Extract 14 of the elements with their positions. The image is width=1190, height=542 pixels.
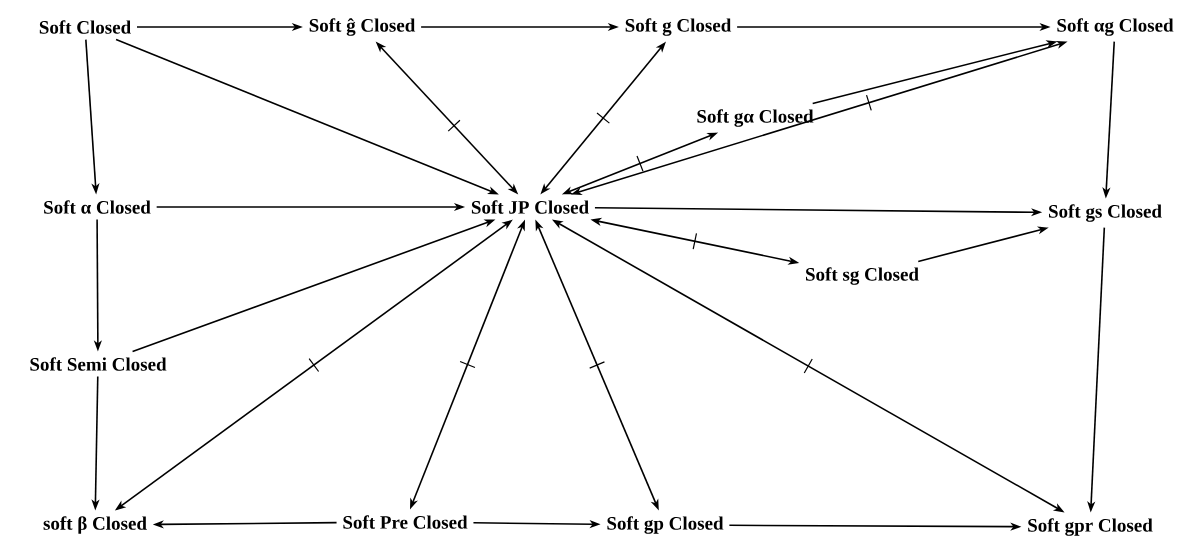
node-label: Soft gα Closed — [697, 109, 814, 127]
node-label: Soft JP Closed — [471, 200, 589, 214]
node-label: Soft Semi Closed — [30, 357, 167, 371]
node-label: Soft gpr Closed — [1028, 518, 1153, 536]
node-label: Soft Pre Closed — [343, 515, 468, 529]
node-label: Soft α Closed — [44, 200, 151, 214]
node-label: Soft gp Closed — [607, 516, 724, 534]
node-label: Soft αg Closed — [1057, 18, 1174, 36]
node-label: Soft sg Closed — [806, 267, 919, 285]
node-label: Soft gs Closed — [1049, 204, 1162, 222]
node-label: soft β Closed — [43, 516, 147, 534]
node-label: Soft Closed — [39, 20, 131, 34]
node-label: Soft g Closed — [625, 18, 732, 36]
node-label: Soft ĝ Closed — [309, 18, 416, 36]
